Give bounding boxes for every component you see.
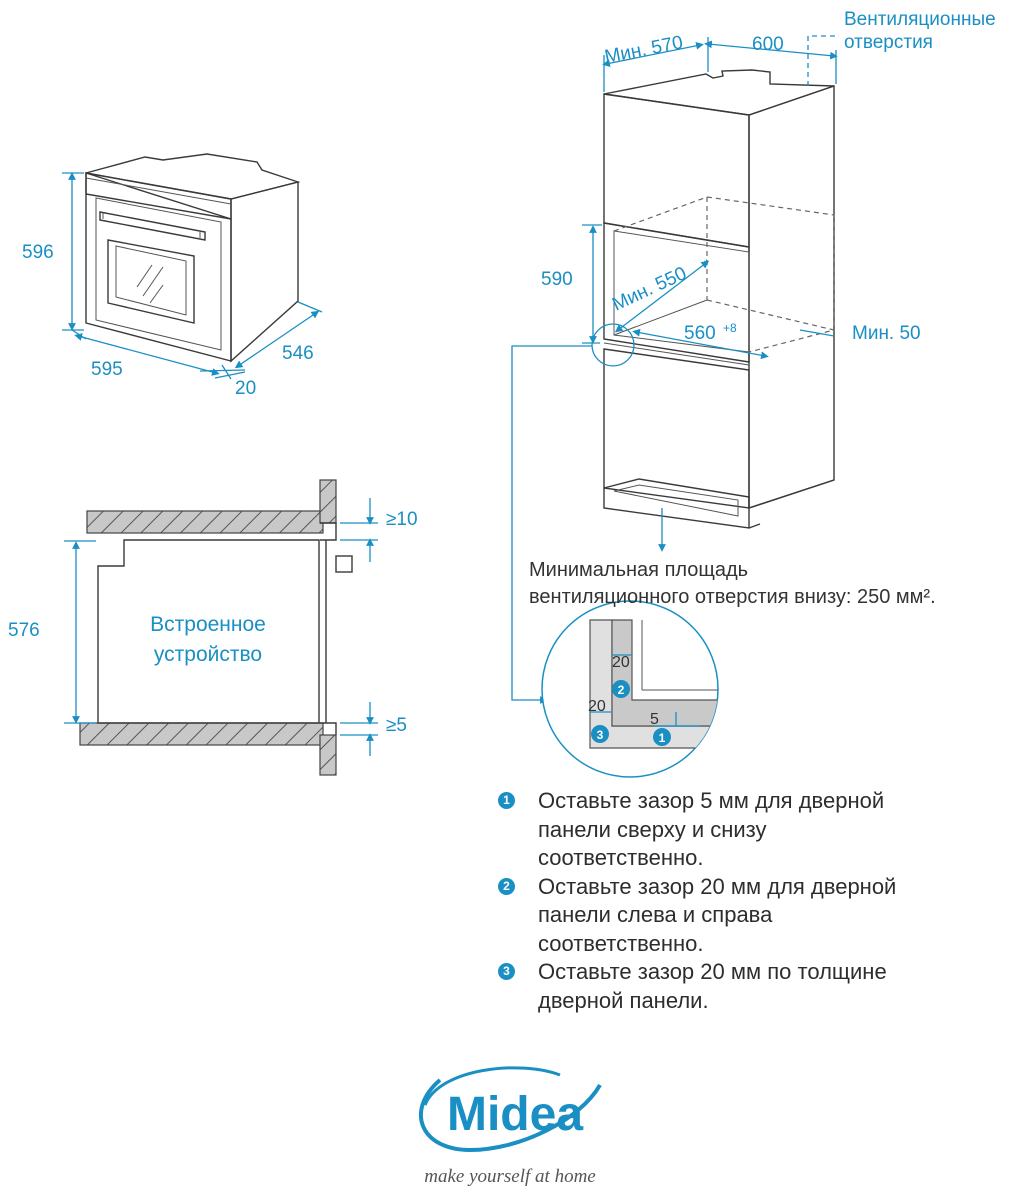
niche-width-tolerance: +8 [723, 321, 737, 335]
niche-width-label: 560 [684, 323, 716, 344]
section-top-gap-label: ≥10 [386, 509, 418, 530]
detail-marker-1 [653, 728, 671, 746]
section-bottom-gap-label: ≥5 [386, 715, 407, 736]
note-2-line1: Оставьте зазор 20 мм для дверной [538, 873, 897, 899]
cabinet-dimension-lines [511, 35, 838, 704]
detail-left-gap-label: 20 [612, 654, 630, 671]
note-1-line2: панели сверху и снизу [538, 816, 767, 842]
note-item: 1 Оставьте зазор 5 мм для дверной панели… [496, 787, 996, 873]
installation-notes: 1 Оставьте зазор 5 мм для дверной панели… [496, 787, 996, 1015]
vent-label-line2: отверстия [844, 32, 933, 53]
vent-area-note: Минимальная площадь вентиляционного отве… [529, 557, 936, 611]
detail-marker-3 [591, 725, 609, 743]
detail-depth-gap-label: 20 [588, 698, 606, 715]
brand-tagline: make yourself at home [424, 1166, 595, 1187]
note-1-line3: соответственно. [538, 845, 704, 870]
note-item: 2 Оставьте зазор 20 мм для дверной панел… [496, 873, 996, 959]
niche-min-depth-label: Мин. 550 [609, 263, 690, 316]
detail-marker-3-label: 3 [597, 728, 604, 742]
vent-area-note-line1: Минимальная площадь [529, 559, 749, 581]
note-3-line1: Оставьте зазор 20 мм по толщине [538, 959, 887, 984]
oven-depth-label: 546 [282, 343, 314, 364]
section-dimension-lines [64, 498, 378, 756]
oven-height-label: 596 [22, 242, 54, 263]
note-2-line2: панели слева и справа [538, 902, 773, 927]
vent-label-line1: Вентиляционные [844, 9, 996, 30]
oven-door-depth-label: 20 [235, 378, 256, 399]
oven-width-label: 595 [91, 359, 123, 380]
built-in-device-label-line2: устройство [154, 643, 262, 666]
detail-marker-1-label: 1 [659, 731, 666, 745]
note-2-line3: соответственно. [538, 930, 704, 956]
note-item: 3 Оставьте зазор 20 мм по толщине дверно… [496, 958, 996, 1015]
note-number-1: 1 [498, 792, 515, 809]
brand-logo-text: Midea [447, 1088, 583, 1141]
min-gap-label: Мин. 50 [852, 323, 921, 344]
note-number-2: 2 [498, 877, 515, 895]
note-3-line2: дверной панели. [538, 987, 709, 1013]
oven-dimension-lines [62, 172, 323, 380]
note-1-line1: Оставьте зазор 5 мм для дверной [538, 788, 885, 813]
vent-area-note-line2: вентиляционного отверстия внизу: 250 мм²… [529, 586, 936, 608]
detail-circle [541, 600, 719, 778]
niche-height-label: 590 [541, 269, 573, 290]
detail-marker-2 [612, 680, 630, 698]
note-number-3: 3 [498, 963, 515, 980]
cross-section-drawing [79, 479, 353, 776]
oven-drawing [85, 153, 301, 363]
cabinet-min-width-label: Мин. 570 [603, 32, 685, 68]
midea-logo: Midea make yourself at home [419, 1066, 602, 1187]
detail-marker-2-label: 2 [618, 683, 625, 697]
cabinet-drawing [603, 69, 835, 529]
section-height-label: 576 [8, 620, 40, 641]
detail-bottom-gap-label: 5 [650, 711, 659, 728]
built-in-device-label-line1: Встроенное [150, 613, 266, 636]
niche-min-depth-mark: * [704, 257, 709, 271]
cabinet-width-label: 600 [752, 34, 784, 55]
